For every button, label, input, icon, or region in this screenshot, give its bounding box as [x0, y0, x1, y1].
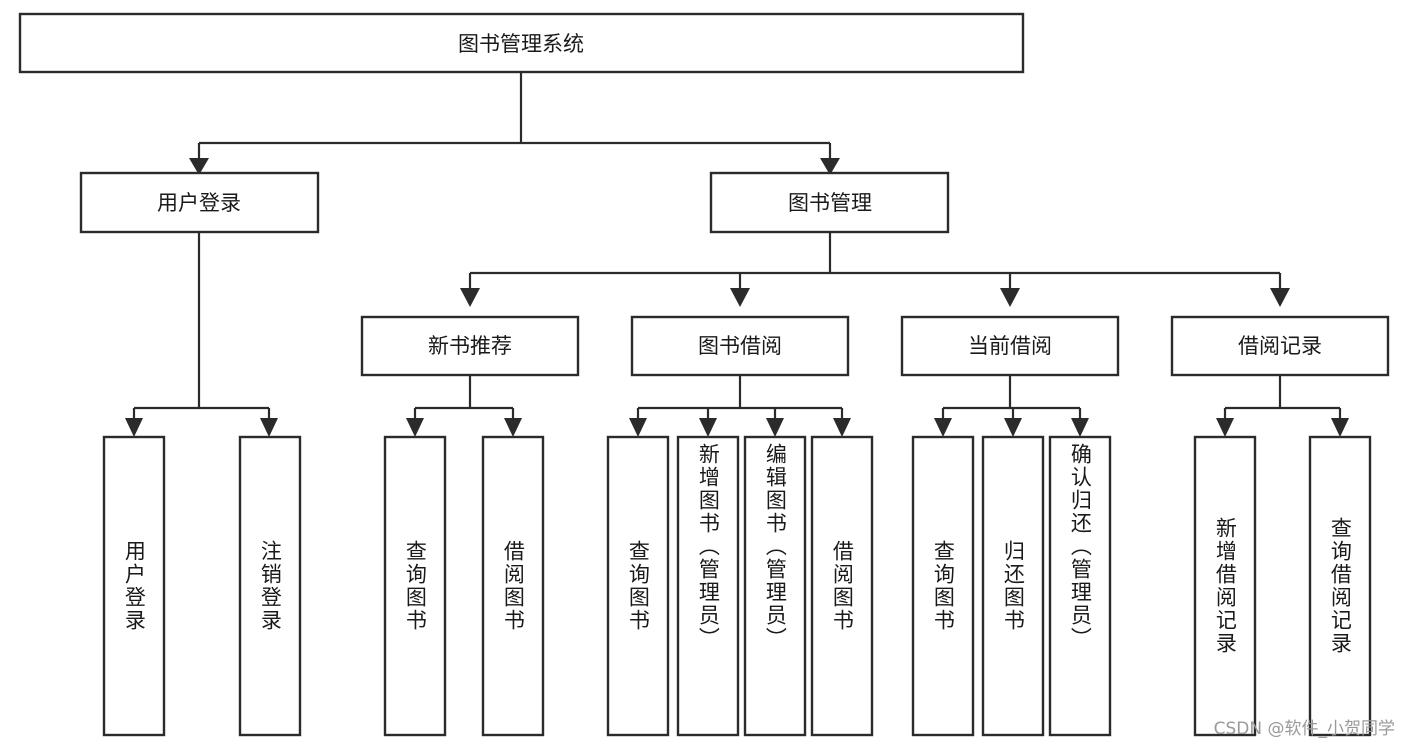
leaf-rect-borrow-book-2[interactable] [810, 435, 874, 737]
leaf-rect-borrow-book-1[interactable] [481, 435, 545, 737]
arrow-head-borrow-record [1270, 288, 1290, 307]
node-new-book-rec[interactable]: 新书推荐 [360, 315, 580, 377]
leaf-rect-add-record[interactable] [1193, 435, 1257, 737]
arrow-head-current-borrow [1000, 288, 1020, 307]
leaf-rect-query-book-2[interactable] [606, 435, 670, 737]
leaf-rect-user-logout[interactable] [238, 435, 302, 737]
csdn-watermark: CSDN @软件_小贺同学 [1213, 719, 1395, 739]
arrow-head-leaf-add-book [699, 418, 717, 437]
node-borrow-record[interactable]: 借阅记录 [1170, 315, 1390, 377]
leaf-rect-add-book[interactable] [676, 435, 740, 737]
node-book-manage-label: 图书管理 [788, 191, 872, 215]
leaf-rect-confirm-return[interactable] [1048, 435, 1112, 737]
arrow-head-leaf-query-book-2 [629, 418, 647, 437]
node-current-borrow-label: 当前借阅 [968, 334, 1052, 358]
leaf-rect-user-login[interactable] [102, 435, 166, 737]
node-current-borrow[interactable]: 当前借阅 [900, 315, 1120, 377]
leaf-rect-return-book[interactable] [981, 435, 1045, 737]
arrow-head-book-borrow [730, 288, 750, 307]
node-new-book-rec-label: 新书推荐 [428, 334, 512, 358]
node-book-manage[interactable]: 图书管理 [709, 171, 950, 234]
node-user-login-label: 用户登录 [157, 191, 241, 215]
leaf-rect-query-book-3[interactable] [911, 435, 975, 737]
arrow-head-leaf-edit-book [766, 418, 784, 437]
arrow-head-leaf-borrow-book-1 [504, 418, 522, 437]
node-user-login[interactable]: 用户登录 [79, 171, 320, 234]
arrow-head-leaf-user-login [125, 418, 143, 437]
leaf-rect-query-book-1[interactable] [383, 435, 447, 737]
arrow-head-leaf-query-book-1 [406, 418, 424, 437]
node-root-label: 图书管理系统 [458, 32, 584, 56]
arrow-head-leaf-user-logout [260, 418, 278, 437]
node-root[interactable]: 图书管理系统 [18, 12, 1025, 74]
connector-layer [125, 72, 1349, 437]
arrow-head-new-book-rec [460, 288, 480, 307]
node-book-borrow[interactable]: 图书借阅 [630, 315, 850, 377]
node-book-borrow-label: 图书借阅 [698, 334, 782, 358]
arrow-head-book-manage [820, 158, 840, 175]
leaf-rect-query-record[interactable] [1308, 435, 1372, 737]
leaf-rect-edit-book[interactable] [743, 435, 807, 737]
arrow-head-leaf-return-book [1004, 418, 1022, 437]
node-borrow-record-label: 借阅记录 [1238, 334, 1322, 358]
arrow-head-leaf-query-record [1331, 418, 1349, 437]
arrow-head-leaf-query-book-3 [934, 418, 952, 437]
arrow-head-user-login [189, 158, 209, 175]
arrow-head-leaf-add-record [1216, 418, 1234, 437]
leaf-rect-layer [102, 435, 1372, 737]
arrow-head-leaf-borrow-book-2 [833, 418, 851, 437]
arrow-head-leaf-confirm-return [1071, 418, 1089, 437]
